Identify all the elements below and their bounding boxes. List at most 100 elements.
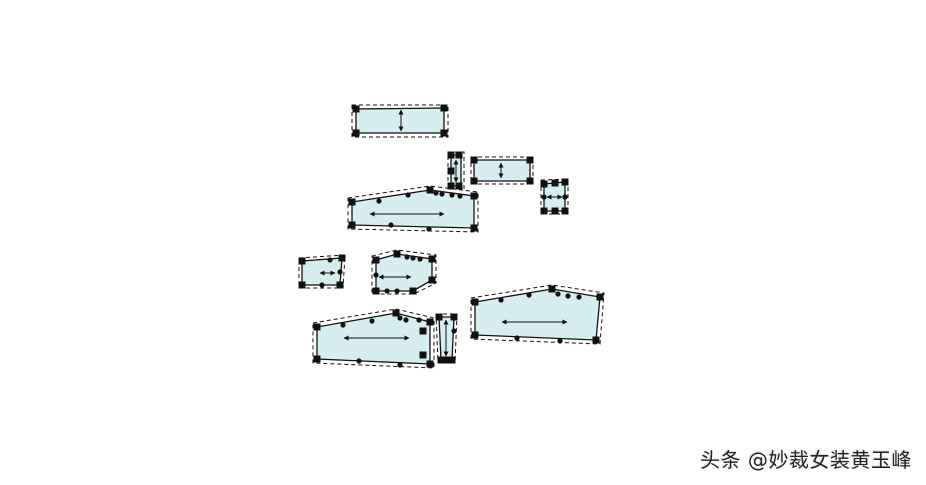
corner-point-handle[interactable]	[470, 192, 478, 200]
pattern-piece-front-bodice[interactable]	[347, 185, 479, 233]
pattern-piece-cuff[interactable]	[540, 178, 569, 215]
corner-point-handle[interactable]	[440, 104, 448, 112]
corner-point-handle[interactable]	[393, 250, 401, 258]
corner-point-handle[interactable]	[455, 151, 463, 159]
corner-point-handle[interactable]	[471, 331, 479, 339]
corner-point-handle[interactable]	[447, 151, 455, 159]
curve-point-handle[interactable]	[397, 315, 403, 321]
curve-point-handle[interactable]	[576, 294, 582, 300]
curve-point-handle[interactable]	[376, 198, 382, 204]
corner-point-handle[interactable]	[450, 313, 458, 321]
curve-point-handle[interactable]	[319, 282, 325, 288]
curve-point-handle[interactable]	[405, 192, 411, 198]
pattern-piece-waistband[interactable]	[351, 104, 449, 138]
corner-point-handle[interactable]	[428, 255, 436, 263]
curve-point-handle[interactable]	[433, 190, 439, 196]
corner-point-handle[interactable]	[428, 276, 436, 284]
curve-point-handle[interactable]	[394, 288, 400, 294]
corner-point-handle[interactable]	[540, 180, 548, 188]
corner-point-handle[interactable]	[419, 327, 427, 335]
curve-point-handle[interactable]	[457, 193, 463, 199]
curve-point-handle[interactable]	[439, 191, 445, 197]
pattern-piece-narrow-strip[interactable]	[435, 313, 458, 364]
corner-point-handle[interactable]	[426, 360, 434, 368]
curve-point-handle[interactable]	[388, 222, 394, 228]
corner-point-handle[interactable]	[596, 293, 604, 301]
corner-point-handle[interactable]	[447, 167, 455, 175]
corner-point-handle[interactable]	[440, 129, 448, 137]
corner-point-handle[interactable]	[348, 221, 356, 229]
curve-point-handle[interactable]	[417, 256, 423, 262]
corner-point-handle[interactable]	[352, 105, 360, 113]
curve-point-handle[interactable]	[403, 317, 409, 323]
curve-point-handle[interactable]	[397, 362, 403, 368]
curve-point-handle[interactable]	[416, 317, 422, 323]
corner-point-handle[interactable]	[561, 207, 569, 215]
corner-point-handle[interactable]	[298, 281, 306, 289]
curve-point-handle[interactable]	[327, 257, 333, 263]
corner-point-handle[interactable]	[470, 156, 478, 164]
curve-point-handle[interactable]	[498, 297, 504, 303]
corner-point-handle[interactable]	[426, 186, 434, 194]
corner-point-handle[interactable]	[447, 182, 455, 190]
curve-point-handle[interactable]	[449, 192, 455, 198]
piece-outline[interactable]	[375, 253, 433, 292]
piece-outline[interactable]	[355, 107, 445, 134]
corner-point-handle[interactable]	[551, 207, 559, 215]
curve-point-handle[interactable]	[340, 322, 346, 328]
piece-outline[interactable]	[351, 189, 475, 229]
corner-point-handle[interactable]	[592, 336, 600, 344]
corner-point-handle[interactable]	[298, 257, 306, 265]
curve-point-handle[interactable]	[373, 272, 379, 278]
pattern-piece-sleeve[interactable]	[312, 308, 435, 369]
curve-point-handle[interactable]	[557, 338, 563, 344]
corner-point-handle[interactable]	[338, 254, 346, 262]
piece-outline[interactable]	[474, 288, 601, 341]
pattern-piece-back-bodice[interactable]	[470, 284, 605, 345]
corner-point-handle[interactable]	[435, 313, 443, 321]
corner-point-handle[interactable]	[336, 281, 344, 289]
curve-point-handle[interactable]	[356, 358, 362, 364]
corner-point-handle[interactable]	[348, 198, 356, 206]
corner-point-handle[interactable]	[409, 287, 417, 295]
curve-point-handle[interactable]	[514, 335, 520, 341]
corner-point-handle[interactable]	[372, 287, 380, 295]
corner-point-handle[interactable]	[352, 129, 360, 137]
corner-point-handle[interactable]	[313, 355, 321, 363]
curve-point-handle[interactable]	[451, 328, 457, 334]
curve-point-handle[interactable]	[369, 318, 375, 324]
corner-point-handle[interactable]	[548, 285, 556, 293]
corner-point-handle[interactable]	[551, 179, 559, 187]
corner-point-handle[interactable]	[313, 323, 321, 331]
corner-point-handle[interactable]	[540, 207, 548, 215]
corner-point-handle[interactable]	[470, 224, 478, 232]
corner-point-handle[interactable]	[419, 351, 427, 359]
curve-point-handle[interactable]	[337, 269, 343, 275]
curve-point-handle[interactable]	[410, 255, 416, 261]
piece-outline[interactable]	[301, 257, 343, 286]
curve-point-handle[interactable]	[426, 226, 432, 232]
corner-point-handle[interactable]	[470, 177, 478, 185]
curve-point-handle[interactable]	[384, 288, 390, 294]
corner-point-handle[interactable]	[426, 318, 434, 326]
corner-point-handle[interactable]	[392, 309, 400, 317]
corner-point-handle[interactable]	[455, 182, 463, 190]
pattern-piece-belt-loop[interactable]	[447, 151, 465, 190]
corner-point-handle[interactable]	[526, 177, 534, 185]
curve-point-handle[interactable]	[562, 194, 568, 200]
pattern-piece-collar-piece[interactable]	[371, 249, 437, 295]
corner-point-handle[interactable]	[372, 256, 380, 264]
curve-point-handle[interactable]	[555, 291, 561, 297]
corner-point-handle[interactable]	[442, 356, 450, 364]
curve-point-handle[interactable]	[565, 293, 571, 299]
pattern-piece-small-band[interactable]	[470, 156, 534, 185]
corner-point-handle[interactable]	[448, 356, 456, 364]
corner-point-handle[interactable]	[526, 156, 534, 164]
curve-point-handle[interactable]	[541, 194, 547, 200]
pattern-piece-small-facing[interactable]	[298, 254, 346, 289]
curve-point-handle[interactable]	[404, 254, 410, 260]
curve-point-handle[interactable]	[526, 292, 532, 298]
piece-outline[interactable]	[473, 159, 531, 182]
corner-point-handle[interactable]	[437, 356, 445, 364]
corner-point-handle[interactable]	[561, 178, 569, 186]
